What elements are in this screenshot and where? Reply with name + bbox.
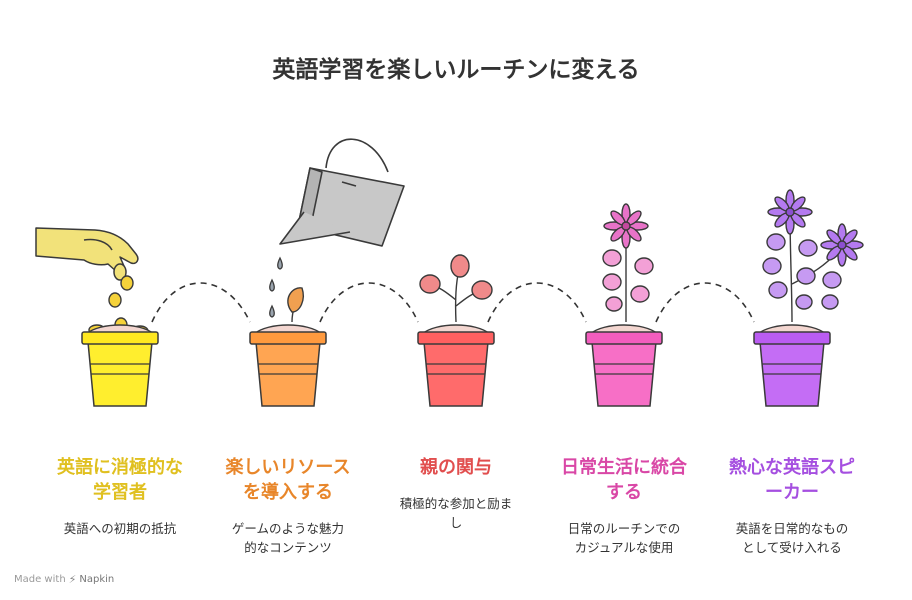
stage-title-line: 英語に消極的な xyxy=(57,457,183,478)
pot-4 xyxy=(585,324,663,407)
stage-description-line: 日常のルーチンでの xyxy=(567,521,681,536)
pot-5 xyxy=(753,324,831,407)
pot-1 xyxy=(81,324,159,407)
connector-4-5 xyxy=(655,282,755,323)
pot-rim xyxy=(753,331,831,345)
stage-description-line: カジュアルな使用 xyxy=(574,540,674,555)
footer-brand: Napkin xyxy=(79,574,115,585)
stage-1: 英語に消極的な学習者英語への初期の抵抗 xyxy=(40,455,200,538)
stage-2: 楽しいリソースを導入するゲームのような魅力的なコンテンツ xyxy=(208,455,368,557)
pot-rim xyxy=(81,331,159,345)
connectors xyxy=(151,282,755,323)
stage-title: 楽しいリソースを導入する xyxy=(208,455,368,505)
pot-3 xyxy=(417,324,495,407)
flower-plant-icon xyxy=(602,203,654,322)
pot-rim xyxy=(249,331,327,345)
stage-title-line: 日常生活に統合 xyxy=(561,457,687,478)
blooming-plant-icon xyxy=(762,189,864,323)
watering-can-icon xyxy=(279,138,405,247)
stage-title-line: する xyxy=(606,482,642,503)
page-title: 英語学習を楽しいルーチンに変える xyxy=(272,57,640,83)
water-drops-icon xyxy=(269,256,283,318)
stage-title: 英語に消極的な学習者 xyxy=(40,455,200,505)
flower-icon xyxy=(820,223,864,267)
stage-title-line: 熱心な英語スピ xyxy=(729,457,855,478)
footer-prefix: Made with xyxy=(14,574,66,585)
stage-description: ゲームのような魅力的なコンテンツ xyxy=(208,519,368,557)
stage-title: 親の関与 xyxy=(376,455,536,480)
stage-5: 熱心な英語スピーカー英語を日常的なものとして受け入れる xyxy=(712,455,872,557)
connector-2-3 xyxy=(319,282,419,323)
stage-description-line: 的なコンテンツ xyxy=(244,540,332,555)
stage-title: 熱心な英語スピーカー xyxy=(712,455,872,505)
flower-icon xyxy=(767,189,813,235)
stage-description-line: 英語への初期の抵抗 xyxy=(63,521,177,536)
pots xyxy=(81,324,831,407)
pot-rim xyxy=(585,331,663,345)
stage-title-line: を導入する xyxy=(243,482,333,503)
stage-title-line: 楽しいリソース xyxy=(225,457,351,478)
stage-description-line: 積極的な参加と励ま xyxy=(399,496,513,511)
pot-2 xyxy=(249,324,327,407)
stage-description: 積極的な参加と励まし xyxy=(376,494,536,532)
napkin-logo-icon: ⚡ xyxy=(68,573,77,586)
stage-description-line: 英語を日常的なもの xyxy=(735,521,849,536)
stage-description: 英語への初期の抵抗 xyxy=(40,519,200,538)
stage-description: 日常のルーチンでのカジュアルな使用 xyxy=(544,519,704,557)
footer: Made with ⚡ Napkin xyxy=(14,573,114,586)
stage-title-line: 親の関与 xyxy=(420,457,492,478)
stage-4: 日常生活に統合する日常のルーチンでのカジュアルな使用 xyxy=(544,455,704,557)
stage-description-line: ゲームのような魅力 xyxy=(231,521,345,536)
stage-description-line: として受け入れる xyxy=(742,540,842,555)
stage-3: 親の関与積極的な参加と励まし xyxy=(376,455,536,532)
hand-icon xyxy=(35,227,139,281)
stage-description: 英語を日常的なものとして受け入れる xyxy=(712,519,872,557)
stage-title-line: ーカー xyxy=(765,482,819,503)
stage-title: 日常生活に統合する xyxy=(544,455,704,505)
pot-rim xyxy=(417,331,495,345)
connector-1-2 xyxy=(151,282,251,323)
flower-icon xyxy=(603,203,649,249)
seedling-icon xyxy=(419,254,493,323)
stage-description-line: し xyxy=(449,515,463,530)
sprout-icon xyxy=(287,287,304,323)
stage-title-line: 学習者 xyxy=(93,482,147,503)
connector-3-4 xyxy=(487,282,587,323)
